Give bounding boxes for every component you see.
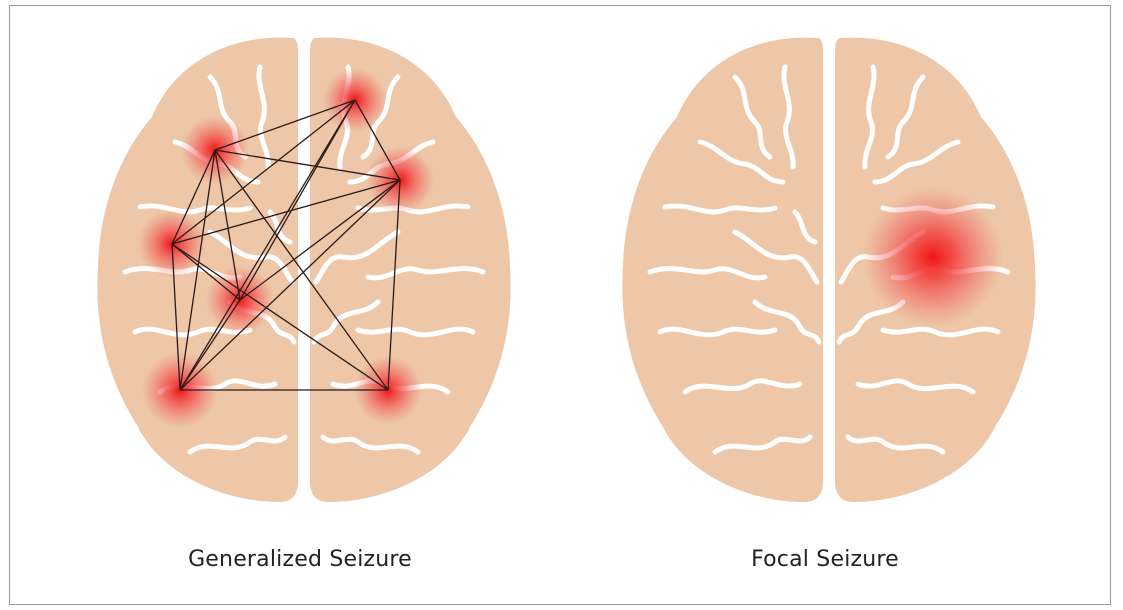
brain-top-view-icon [80, 32, 520, 506]
focal-seizure-brain [605, 32, 1045, 506]
focal-hotspot [863, 187, 1003, 327]
brain-top-view-icon [605, 32, 1045, 506]
generalized-seizure-caption: Generalized Seizure [80, 547, 520, 572]
generalized-seizure-brain [80, 32, 520, 506]
focal-seizure-caption: Focal Seizure [605, 547, 1045, 572]
